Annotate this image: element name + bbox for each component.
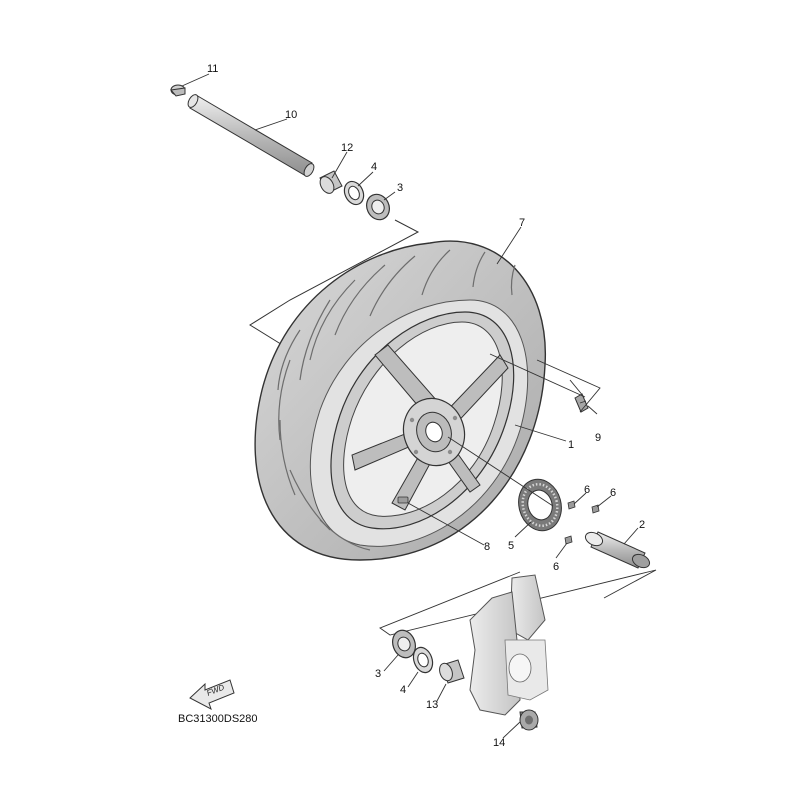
callout-7: 7 bbox=[519, 217, 525, 229]
assembly-bracket-lower bbox=[379, 569, 657, 636]
assembly-bracket-top bbox=[249, 219, 420, 347]
callout-4-top: 4 bbox=[371, 161, 377, 173]
valve-9 bbox=[574, 393, 589, 413]
callout-10: 10 bbox=[285, 109, 297, 121]
callout-12: 12 bbox=[341, 142, 353, 154]
callout-3-bottom: 3 bbox=[375, 668, 381, 680]
screw-6-c bbox=[564, 535, 573, 545]
sensor-rotor-5 bbox=[518, 478, 562, 532]
callout-6-b: 6 bbox=[610, 487, 616, 499]
leader-lines bbox=[181, 73, 639, 559]
bearing-3-bottom bbox=[392, 629, 416, 659]
oil-seal-4-top bbox=[343, 180, 365, 206]
callout-4-bottom: 4 bbox=[400, 684, 406, 696]
callout-14: 14 bbox=[493, 737, 505, 749]
callout-13: 13 bbox=[426, 699, 438, 711]
callout-5: 5 bbox=[508, 540, 514, 552]
bearing-3-top bbox=[366, 193, 390, 221]
leader-lines-lower bbox=[383, 654, 521, 739]
callout-6-c: 6 bbox=[553, 561, 559, 573]
callout-1: 1 bbox=[568, 439, 574, 451]
collar-12 bbox=[319, 170, 343, 194]
assembly-bracket-right bbox=[536, 359, 601, 413]
wheel-rim-1 bbox=[330, 311, 515, 530]
oil-seal-4-bottom bbox=[412, 646, 434, 674]
collar-13 bbox=[439, 659, 465, 684]
callout-9: 9 bbox=[595, 432, 601, 444]
wheel-axle-10 bbox=[187, 94, 315, 177]
callout-6-a: 6 bbox=[584, 484, 590, 496]
bolt-14 bbox=[519, 709, 539, 731]
front-fork-outer-tube bbox=[469, 574, 549, 716]
callout-2: 2 bbox=[639, 519, 645, 531]
collar-11 bbox=[170, 84, 186, 97]
fwd-arrow-icon: FWD bbox=[189, 679, 235, 711]
drawing-code: BC31300DS280 bbox=[178, 713, 258, 725]
balance-weight-8 bbox=[397, 496, 409, 504]
collar-2 bbox=[584, 531, 651, 569]
screw-6-a bbox=[567, 500, 576, 510]
callout-8: 8 bbox=[484, 541, 490, 553]
callout-11: 11 bbox=[207, 63, 218, 75]
callout-3-top: 3 bbox=[397, 182, 403, 194]
